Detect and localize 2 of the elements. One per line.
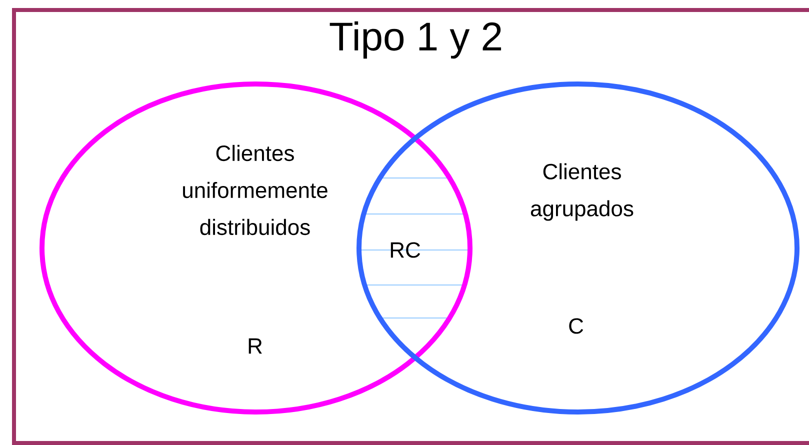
title: Tipo 1 y 2	[330, 21, 502, 59]
region-label: RC	[390, 242, 420, 258]
